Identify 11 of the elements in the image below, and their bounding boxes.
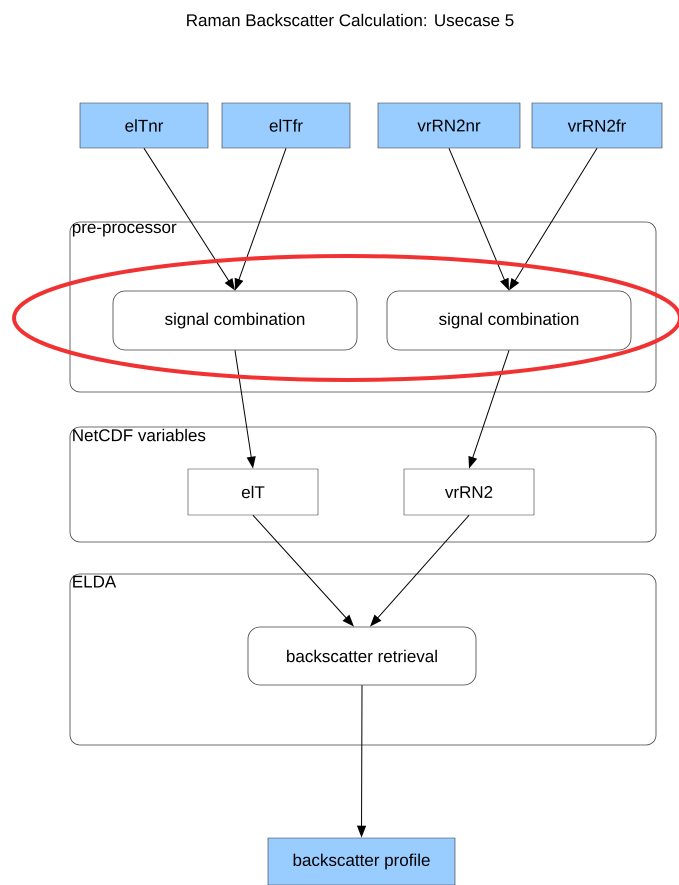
process-box: signal combination — [112, 290, 358, 350]
variable-box: vrRN2 — [404, 468, 534, 516]
data-box: vrRN2fr — [532, 102, 662, 148]
variable-box: elT — [188, 468, 318, 516]
data-box: elTnr — [80, 102, 208, 148]
process-box: backscatter retrieval — [248, 626, 476, 686]
data-box: vrRN2nr — [378, 102, 520, 148]
data-box: elTfr — [222, 102, 350, 148]
diagram-title: Raman Backscatter Calculation: Usecase 5 — [187, 14, 514, 26]
process-box: signal combination — [386, 290, 632, 350]
data-box: backscatter profile — [268, 838, 456, 885]
